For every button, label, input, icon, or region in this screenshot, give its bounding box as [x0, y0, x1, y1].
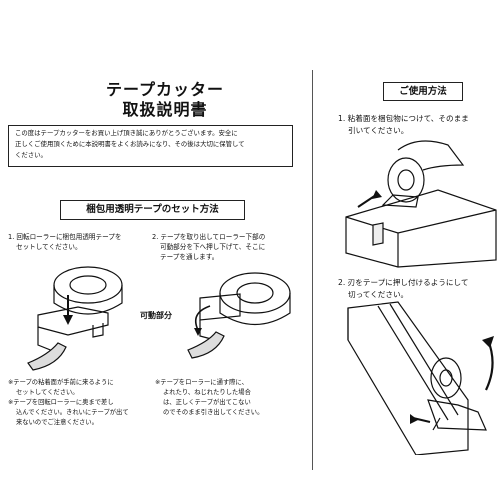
setup-step2-line: 2. テープを取り出してローラー下部の	[152, 233, 266, 241]
usage-step1: 1. 粘着面を梱包物につけて、そのまま 引いてください。	[338, 113, 498, 137]
usage-step2: 2. 刃をテープに押し付けるようにして 切ってください。	[338, 277, 498, 301]
setup-step2: 2. テープを取り出してローラー下部の 可動部分を下へ押し下げて、そこに テープ…	[152, 232, 302, 262]
setup-note2-line: ※テープをローラーに通す際に、	[155, 379, 248, 386]
setup-note1-line: ※テープを回転ローラーに奥まで差し	[8, 399, 114, 406]
setup-note1-line: 込んでください。きれいにテープが出て	[16, 409, 129, 416]
intro-line: 正しくご使用頂くために本説明書をよくお読みになり、その後は大切に保管して	[15, 140, 245, 148]
usage-step2-illustration	[347, 301, 494, 455]
setup-step1-line: セットしてください。	[16, 243, 82, 251]
intro-line: ください。	[15, 151, 47, 159]
setup-step1-illustration	[27, 266, 123, 371]
usage-heading: ご使用方法	[383, 82, 463, 101]
column-divider	[312, 70, 313, 470]
setup-step2-illustration	[187, 272, 291, 359]
setup-step1-line: 1. 回転ローラーに梱包用透明テープを	[8, 233, 122, 241]
setup-note2-line: は、正しくテープが出てこない	[163, 399, 251, 406]
intro-line: この度はテープカッターをお買い上げ頂き誠にありがとうございます。安全に	[15, 129, 238, 137]
setup-note2-line: のでそのまま引き出してください。	[163, 409, 264, 416]
usage-step1-line: 1. 粘着面を梱包物につけて、そのまま	[338, 114, 469, 123]
usage-step2-line: 2. 刃をテープに押し付けるようにして	[338, 278, 469, 287]
setup-note1-line: セットしてください。	[16, 389, 79, 396]
manual-title-line1: テープカッター	[105, 80, 225, 99]
usage-step1-line: 引いてください。	[348, 126, 409, 135]
intro-box: この度はテープカッターをお買い上げ頂き誠にありがとうございます。安全に 正しくご…	[8, 125, 293, 167]
movable-part-label: 可動部分	[140, 311, 172, 320]
setup-note1-line: ※テープの粘着面が手前に来るように	[8, 379, 114, 386]
setup-note1-line: 来ないのでご注意ください。	[16, 419, 98, 426]
setup-note1: ※テープの粘着面が手前に来るように セットしてください。 ※テープを回転ローラー…	[8, 378, 158, 428]
setup-note2: ※テープをローラーに通す際に、 よれたり、ねじれたりした場合 は、正しくテープが…	[155, 378, 305, 418]
setup-note2-line: よれたり、ねじれたりした場合	[163, 389, 251, 396]
setup-step2-line: 可動部分を下へ押し下げて、そこに	[160, 243, 266, 251]
setup-step1: 1. 回転ローラーに梱包用透明テープを セットしてください。	[8, 232, 148, 252]
manual-title-line2: 取扱説明書	[122, 100, 208, 119]
setup-heading: 梱包用透明テープのセット方法	[60, 200, 245, 220]
usage-step1-illustration	[345, 140, 497, 268]
usage-step2-line: 切ってください。	[348, 290, 409, 299]
setup-step2-line: テープを通します。	[160, 253, 219, 261]
